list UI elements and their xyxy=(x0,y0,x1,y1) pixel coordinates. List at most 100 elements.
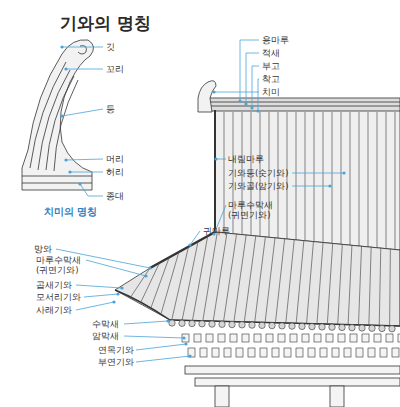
tile-row xyxy=(359,112,360,246)
leader-line xyxy=(86,260,146,276)
eave-curve xyxy=(115,290,400,326)
tile-row xyxy=(161,252,179,313)
leader-line xyxy=(76,285,122,288)
rafter-end xyxy=(290,334,297,342)
chimi-fin xyxy=(46,76,74,170)
part-label: 수막새 xyxy=(92,319,119,329)
part-label: 꼬리 xyxy=(106,64,124,74)
tile-row xyxy=(389,249,391,326)
chimi-fin xyxy=(38,70,70,170)
tile-end xyxy=(279,323,285,329)
rafter-end xyxy=(242,334,249,342)
column xyxy=(330,386,344,407)
rafter-end xyxy=(266,334,273,342)
rafter-end xyxy=(308,348,315,357)
leader-dot xyxy=(256,109,259,112)
leader-line xyxy=(62,47,103,48)
tile-end xyxy=(179,320,185,326)
part-label: 모서리기와 xyxy=(36,292,81,302)
tile-end xyxy=(239,322,245,328)
tile-row xyxy=(377,112,378,248)
part-label: 부고 xyxy=(262,61,280,71)
rafter-end xyxy=(314,334,321,342)
leader-line xyxy=(292,184,332,187)
leader-line xyxy=(190,231,200,245)
tile-row xyxy=(140,263,159,303)
tile-end xyxy=(319,324,325,330)
part-label: 곱새기와 xyxy=(36,280,72,290)
leader-dot xyxy=(116,292,119,295)
tile-row xyxy=(296,112,297,240)
leader-line xyxy=(258,79,259,111)
leader-line xyxy=(246,53,259,104)
diagram-title: 기와의 명칭 xyxy=(60,12,151,35)
rafter-end xyxy=(332,348,339,357)
tile-row xyxy=(338,244,343,324)
leader-dot xyxy=(184,342,187,345)
leader-line xyxy=(124,336,186,340)
leader-line xyxy=(214,92,259,93)
leader-line xyxy=(292,186,330,187)
leader-dot xyxy=(60,114,63,117)
leader-dot xyxy=(212,90,215,93)
leader-line xyxy=(136,344,186,350)
tile-end xyxy=(369,325,375,331)
rafter-end xyxy=(224,348,231,357)
ridge-layer xyxy=(205,106,400,107)
descending-ridge xyxy=(214,110,216,232)
part-label: 종대 xyxy=(106,191,124,201)
rafter-end xyxy=(344,348,351,357)
tile-row xyxy=(307,242,314,324)
tile-row xyxy=(224,112,225,233)
leader-line xyxy=(76,300,116,310)
leader-line xyxy=(76,302,114,310)
part-label: 허리 xyxy=(106,167,124,177)
rafter-end xyxy=(356,348,363,357)
rafter-end xyxy=(368,348,375,357)
leader-line xyxy=(80,184,103,196)
leader-line xyxy=(124,319,170,324)
tile-row xyxy=(265,238,275,323)
rafter-end xyxy=(284,348,291,357)
tile-end xyxy=(199,321,205,327)
leader-dot xyxy=(238,99,241,102)
leader-line xyxy=(76,285,124,290)
tile-row xyxy=(358,246,361,325)
leader-line xyxy=(86,260,148,278)
leader-line xyxy=(124,321,168,324)
leader-line xyxy=(238,40,259,103)
tile-end xyxy=(299,323,305,329)
tile-end xyxy=(209,321,215,327)
part-label: 귀마루 xyxy=(203,226,230,236)
rafter-end xyxy=(350,334,357,342)
rafter-end xyxy=(302,334,309,342)
part-label: 등 xyxy=(106,104,115,114)
tile-row xyxy=(234,235,246,322)
part-label: 암막새 xyxy=(92,331,119,341)
tile-row xyxy=(341,112,342,244)
leader-line xyxy=(66,69,103,70)
rafter-end xyxy=(392,348,399,357)
tile-row xyxy=(369,247,371,325)
tile-row xyxy=(379,248,381,325)
rafter-end xyxy=(398,334,400,342)
tile-row xyxy=(314,112,315,242)
rafter-end xyxy=(272,348,279,357)
roof-drawing xyxy=(115,81,400,407)
tile-row xyxy=(368,112,369,247)
rafter-end xyxy=(206,334,213,342)
rafter-end xyxy=(254,334,261,342)
chimi-fin xyxy=(54,80,78,171)
tile-end xyxy=(219,321,225,327)
rafter-end xyxy=(320,348,327,357)
leader-line xyxy=(60,109,103,118)
leader-line xyxy=(136,354,192,362)
part-label: 마루수막새 (귀면기와) xyxy=(36,255,84,275)
tile-end xyxy=(269,322,275,328)
rafter-end xyxy=(374,334,381,342)
leader-dot xyxy=(214,157,217,160)
leader-line xyxy=(214,157,226,160)
rafter-end xyxy=(380,348,387,357)
leader-line xyxy=(70,172,103,173)
